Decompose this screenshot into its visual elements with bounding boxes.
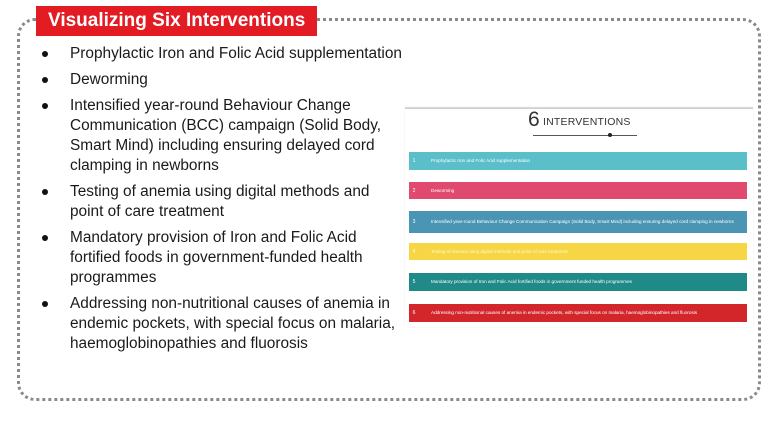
- bullet-list: Prophylactic Iron and Folic Acid supplem…: [36, 44, 406, 360]
- bullet-item: Addressing non-nutritional causes of ane…: [36, 294, 406, 354]
- bullet-text: Addressing non-nutritional causes of ane…: [70, 295, 396, 352]
- intervention-band-5: 5 Mandatory provision of Iron and Folic …: [409, 273, 747, 291]
- band-number: 6: [412, 310, 416, 316]
- bullet-text: Prophylactic Iron and Folic Acid supplem…: [70, 45, 402, 62]
- bullet-dot-icon: [42, 235, 48, 241]
- intervention-band-6: 6 Addressing non-nutritional causes of a…: [409, 304, 747, 322]
- panel-number: 6: [528, 108, 540, 131]
- band-text: Testing of anemia using digital methods …: [431, 248, 568, 254]
- band-text: Intensified year-round Behaviour Change …: [431, 219, 734, 224]
- bullet-dot-icon: [42, 103, 48, 109]
- bullet-dot-icon: [42, 301, 48, 307]
- bullet-dot-icon: [42, 77, 48, 83]
- intervention-band-1: 1 Prophylactic Iron and Folic Acid suppl…: [409, 152, 747, 170]
- panel-heading-rule: [533, 135, 637, 136]
- band-text: Deworming: [431, 187, 455, 193]
- band-number: 2: [412, 187, 416, 194]
- bullet-dot-icon: [42, 51, 48, 57]
- band-text: Addressing non-nutritional causes of ane…: [431, 310, 698, 315]
- bullet-item: Deworming: [36, 70, 406, 90]
- bullet-item: Mandatory provision of Iron and Folic Ac…: [36, 228, 406, 288]
- bullet-item: Prophylactic Iron and Folic Acid supplem…: [36, 44, 406, 64]
- intervention-band-4: 4 Testing of anemia using digital method…: [409, 243, 747, 260]
- interventions-infographic: 6 INTERVENTIONS 1 Prophylactic Iron and …: [405, 107, 753, 327]
- slide-title: Visualizing Six Interventions: [36, 6, 318, 36]
- bullet-text: Testing of anemia using digital methods …: [70, 183, 370, 220]
- bullet-item: Intensified year-round Behaviour Change …: [36, 96, 406, 176]
- band-number: 5: [412, 279, 416, 285]
- panel-header: 6 INTERVENTIONS: [405, 108, 753, 146]
- intervention-band-3: 3 Intensified year-round Behaviour Chang…: [409, 211, 747, 233]
- bullet-item: Testing of anemia using digital methods …: [36, 182, 406, 222]
- band-number: 4: [412, 248, 416, 255]
- panel-heading-dot-icon: [608, 133, 612, 137]
- panel-heading: INTERVENTIONS: [543, 116, 631, 128]
- band-text: Prophylactic Iron and Folic Acid supplem…: [431, 158, 531, 163]
- band-number: 3: [412, 219, 416, 225]
- slide-frame: [17, 18, 761, 401]
- bullet-dot-icon: [42, 189, 48, 195]
- band-text: Mandatory provision of Iron and Folic Ac…: [431, 279, 632, 284]
- band-number: 1: [412, 158, 416, 164]
- bullet-text: Deworming: [70, 71, 148, 88]
- panel-top-divider: [405, 108, 753, 109]
- bullet-text: Intensified year-round Behaviour Change …: [70, 97, 382, 174]
- intervention-band-2: 2 Deworming: [409, 182, 747, 199]
- bullet-text: Mandatory provision of Iron and Folic Ac…: [70, 229, 363, 286]
